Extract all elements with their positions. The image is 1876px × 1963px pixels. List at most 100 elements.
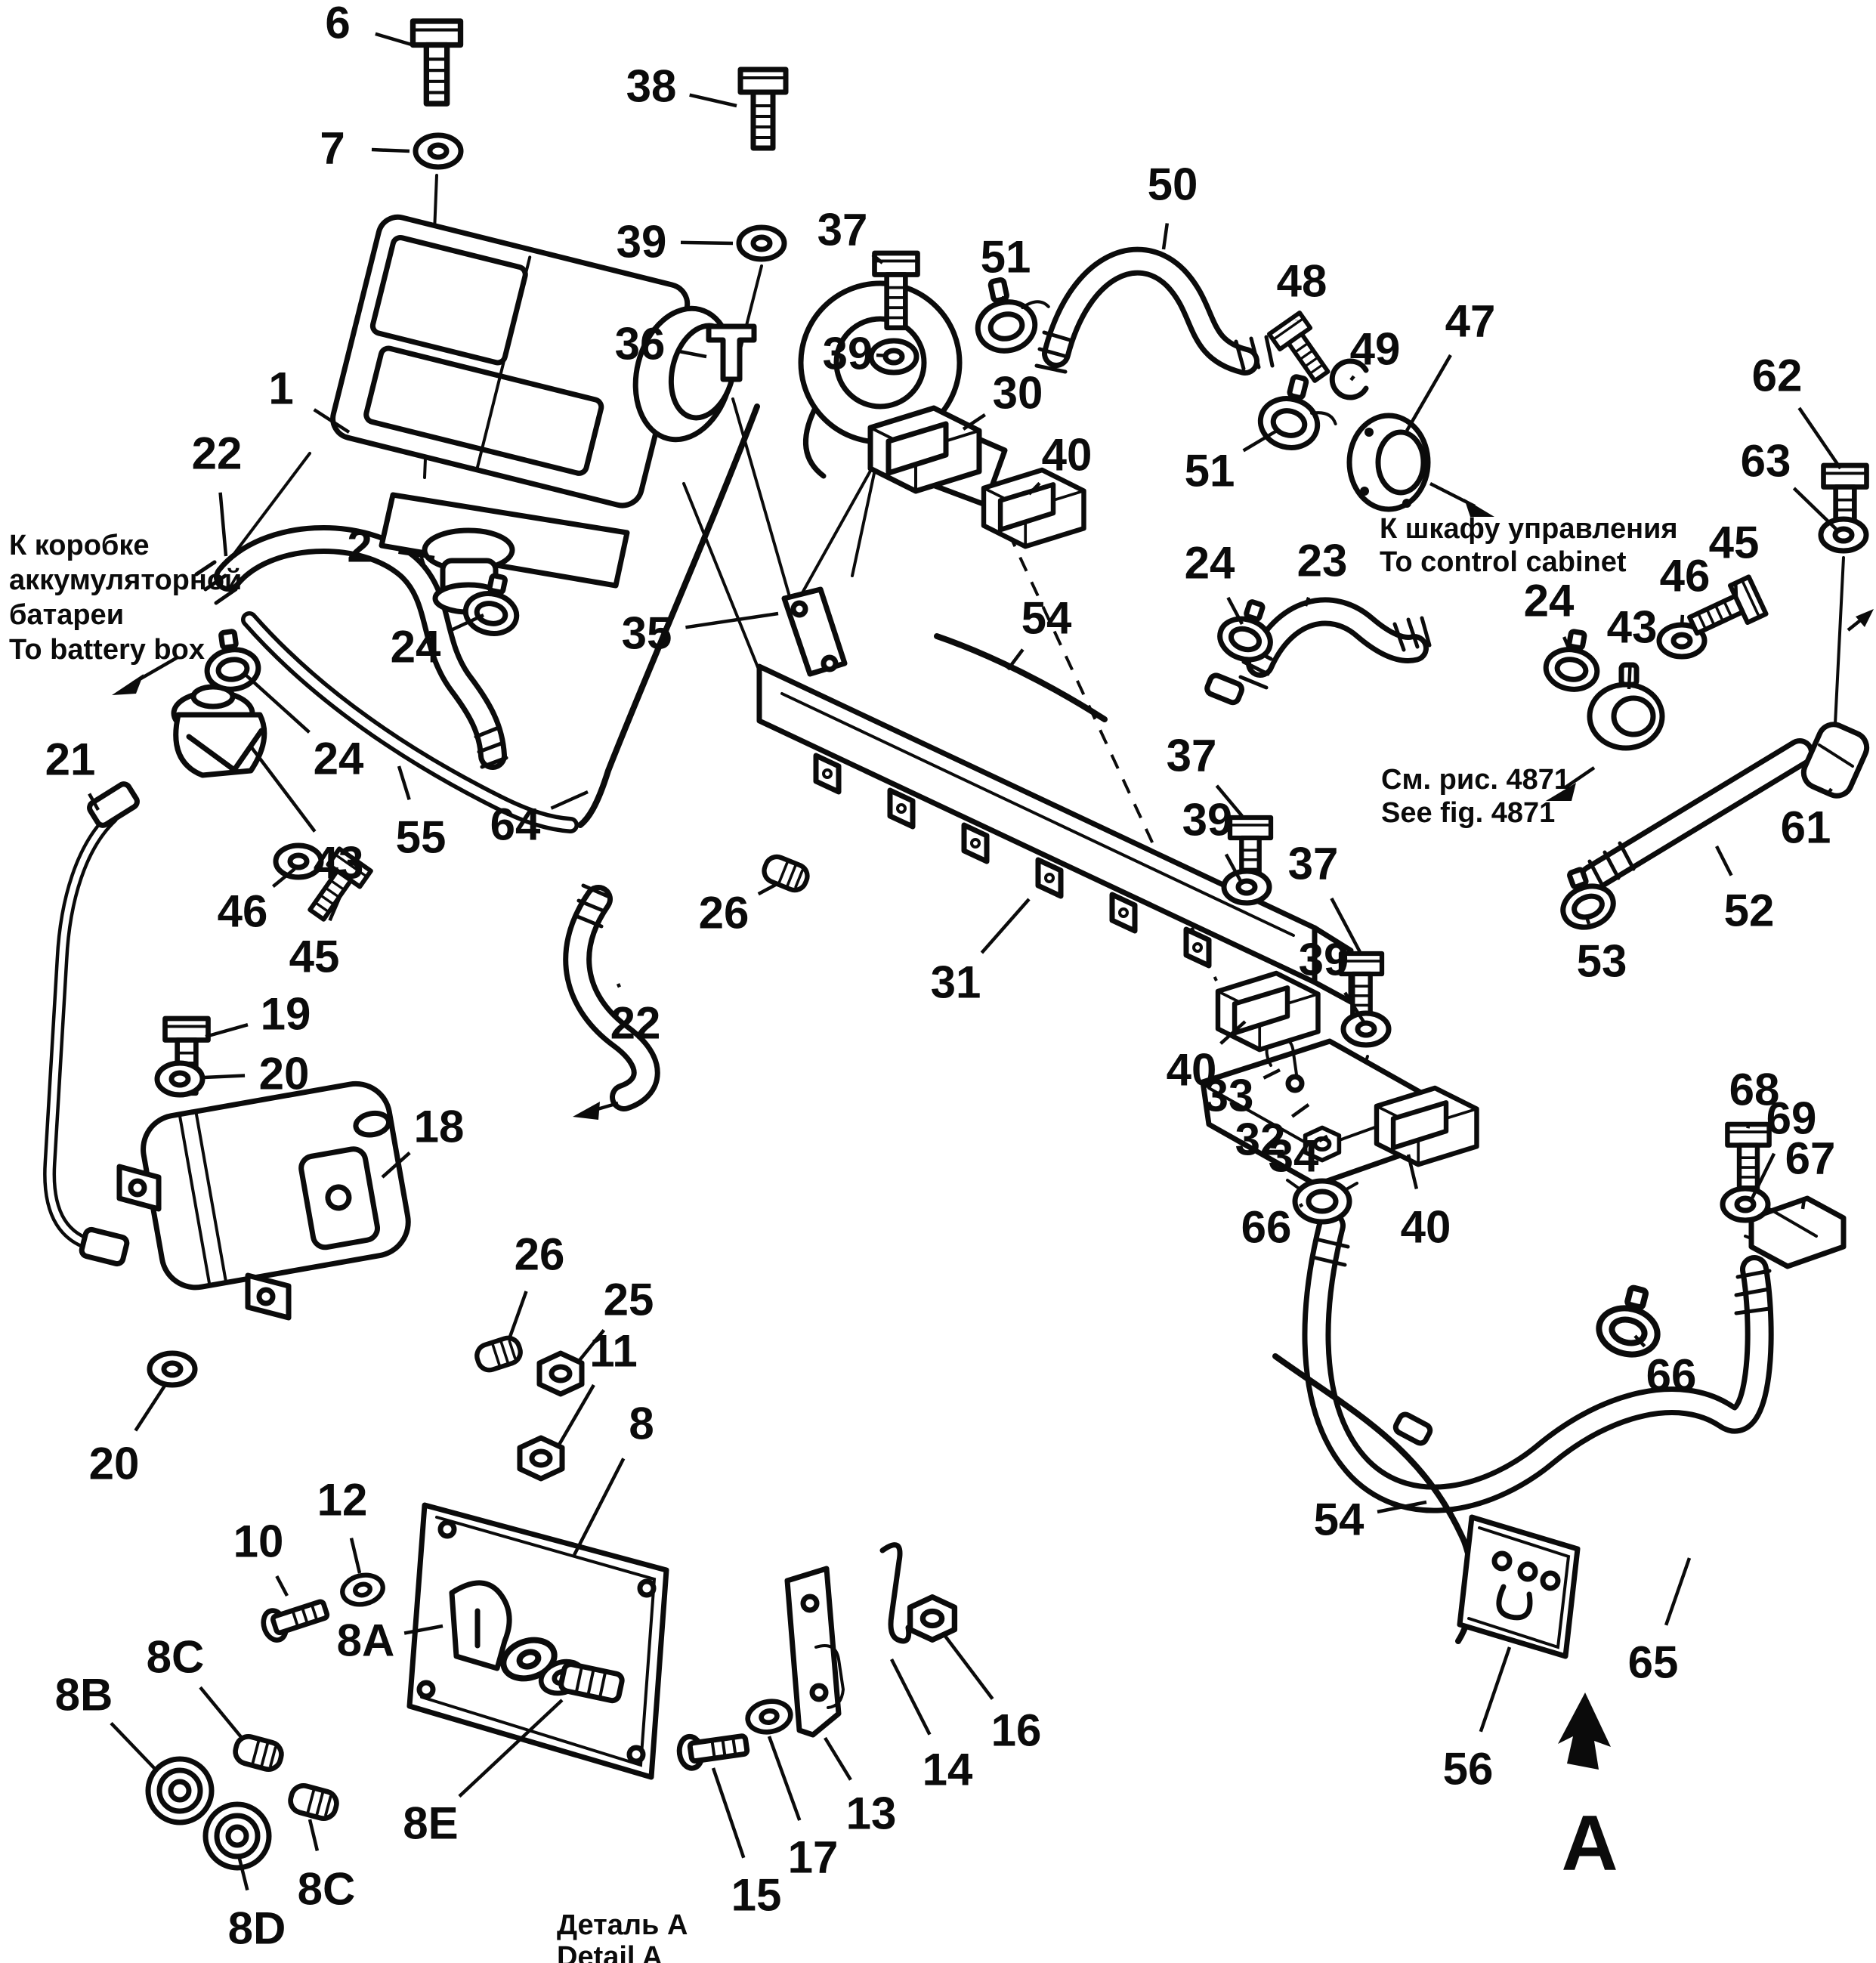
callout-14: 14 (923, 1745, 973, 1795)
leader-55 (397, 765, 411, 800)
knob-8a-drawing (449, 1580, 512, 1671)
leader-layer (88, 32, 1842, 1891)
hose-22-lower (563, 883, 660, 1111)
rail-clip (1038, 860, 1061, 896)
callout-24c: 24 (1185, 538, 1235, 589)
callout-11: 11 (589, 1326, 637, 1377)
leader-37a (871, 253, 884, 264)
washer-12-drawing (340, 1572, 386, 1608)
block-13-drawing (784, 1566, 845, 1738)
callout-21: 21 (45, 734, 96, 785)
hose-52 (1578, 738, 1814, 892)
elbow-51-drawing (969, 271, 1055, 356)
callout-40a: 40 (1042, 430, 1093, 481)
callout-20a: 20 (259, 1049, 310, 1099)
hose-50 (1034, 246, 1275, 376)
callout-66a: 66 (1241, 1202, 1292, 1253)
tank-18-drawing (116, 1080, 411, 1321)
leader-36 (678, 349, 707, 359)
leader-17 (767, 1736, 802, 1821)
callout-22a: 22 (192, 428, 243, 479)
leader-63 (1792, 487, 1837, 530)
leader-8E (458, 1699, 564, 1798)
leader-24a (450, 613, 484, 632)
callout-16: 16 (991, 1705, 1042, 1756)
leader-14 (889, 1658, 932, 1736)
leader-24d (1562, 636, 1572, 652)
plug-26-drawing (474, 1335, 523, 1373)
callout-31: 31 (931, 957, 981, 1008)
leader-53 (1584, 917, 1591, 925)
leader-19 (205, 1022, 249, 1039)
callout-50: 50 (1148, 159, 1198, 210)
callout-38: 38 (626, 61, 677, 112)
callout-8: 8 (629, 1399, 654, 1449)
see-figure-arrow (1546, 766, 1596, 801)
leader-10 (275, 1575, 289, 1597)
leader-69 (1749, 1152, 1776, 1201)
callout-19: 19 (261, 989, 311, 1040)
leader-66b (1633, 1334, 1646, 1348)
heater-assembly-drawing (330, 214, 737, 589)
rail-31-drawing (756, 663, 1354, 1005)
callout-22b: 22 (610, 998, 661, 1049)
sleeve-30-drawing (870, 408, 979, 491)
leader-15 (711, 1767, 746, 1859)
callout-37c: 37 (1288, 839, 1339, 889)
leader-43b (1627, 666, 1632, 690)
plug-8c-drawing (233, 1734, 284, 1773)
leader-50 (1161, 223, 1170, 250)
callout-8D: 8D (228, 1903, 286, 1954)
callout-8Cb: 8C (298, 1864, 356, 1915)
bolt-38-drawing (740, 70, 786, 148)
annotation-view-letter: A (1561, 1800, 1618, 1887)
annotation-to-battery-box-line-2: аккумуляторной (9, 564, 242, 596)
leader-40b (1219, 1020, 1247, 1045)
callout-24a: 24 (391, 622, 441, 672)
annotation-detail-caption-line-1: Деталь A (557, 1909, 688, 1941)
leader-13 (824, 1736, 852, 1781)
wire-54-lower (1272, 1353, 1476, 1644)
leader-39c (1224, 853, 1242, 883)
callout-46b: 46 (1660, 551, 1711, 601)
callout-40c: 40 (1401, 1202, 1451, 1253)
leader-11 (558, 1383, 595, 1446)
callout-7: 7 (320, 123, 345, 174)
callout-54b: 54 (1314, 1495, 1365, 1545)
leader-30 (962, 413, 986, 431)
leader-12 (349, 1538, 362, 1574)
valve-43-drawing (171, 684, 267, 778)
bolt-10-drawing (260, 1594, 330, 1643)
leader-46b (1680, 614, 1685, 626)
callout-25: 25 (604, 1275, 654, 1325)
annotation-to-battery-box-line-3: батареи (9, 599, 124, 631)
nut-16-drawing (910, 1597, 955, 1640)
leader-61 (1825, 787, 1833, 796)
callout-43b: 43 (1607, 602, 1658, 653)
cable-64 (577, 403, 760, 828)
callout-66b: 66 (1646, 1350, 1697, 1401)
callout-61: 61 (1781, 802, 1831, 853)
washer-39-drawing (1224, 871, 1269, 903)
leader-37b (1215, 784, 1244, 818)
bolt-68-drawing (1727, 1124, 1769, 1197)
callout-55: 55 (396, 812, 447, 863)
leader-23 (1303, 597, 1311, 607)
stud-8e-drawing (499, 1634, 625, 1704)
callout-65: 65 (1628, 1637, 1679, 1688)
leader-24b (245, 674, 311, 734)
washer-17-drawing (745, 1698, 793, 1735)
hose-65 (1302, 1211, 1774, 1513)
nut-11-drawing (520, 1438, 562, 1479)
leader-65 (1664, 1557, 1692, 1626)
callout-47: 47 (1445, 296, 1496, 347)
callout-69: 69 (1766, 1093, 1817, 1144)
leader-8Cb (308, 1819, 320, 1851)
callout-51b: 51 (1185, 446, 1235, 496)
callout-30: 30 (993, 368, 1043, 419)
bolt-6-drawing (413, 21, 461, 104)
callout-8B: 8B (55, 1670, 113, 1720)
leader-20b (134, 1384, 166, 1432)
nut-25-drawing (539, 1353, 582, 1394)
pipe-21 (43, 781, 140, 1267)
